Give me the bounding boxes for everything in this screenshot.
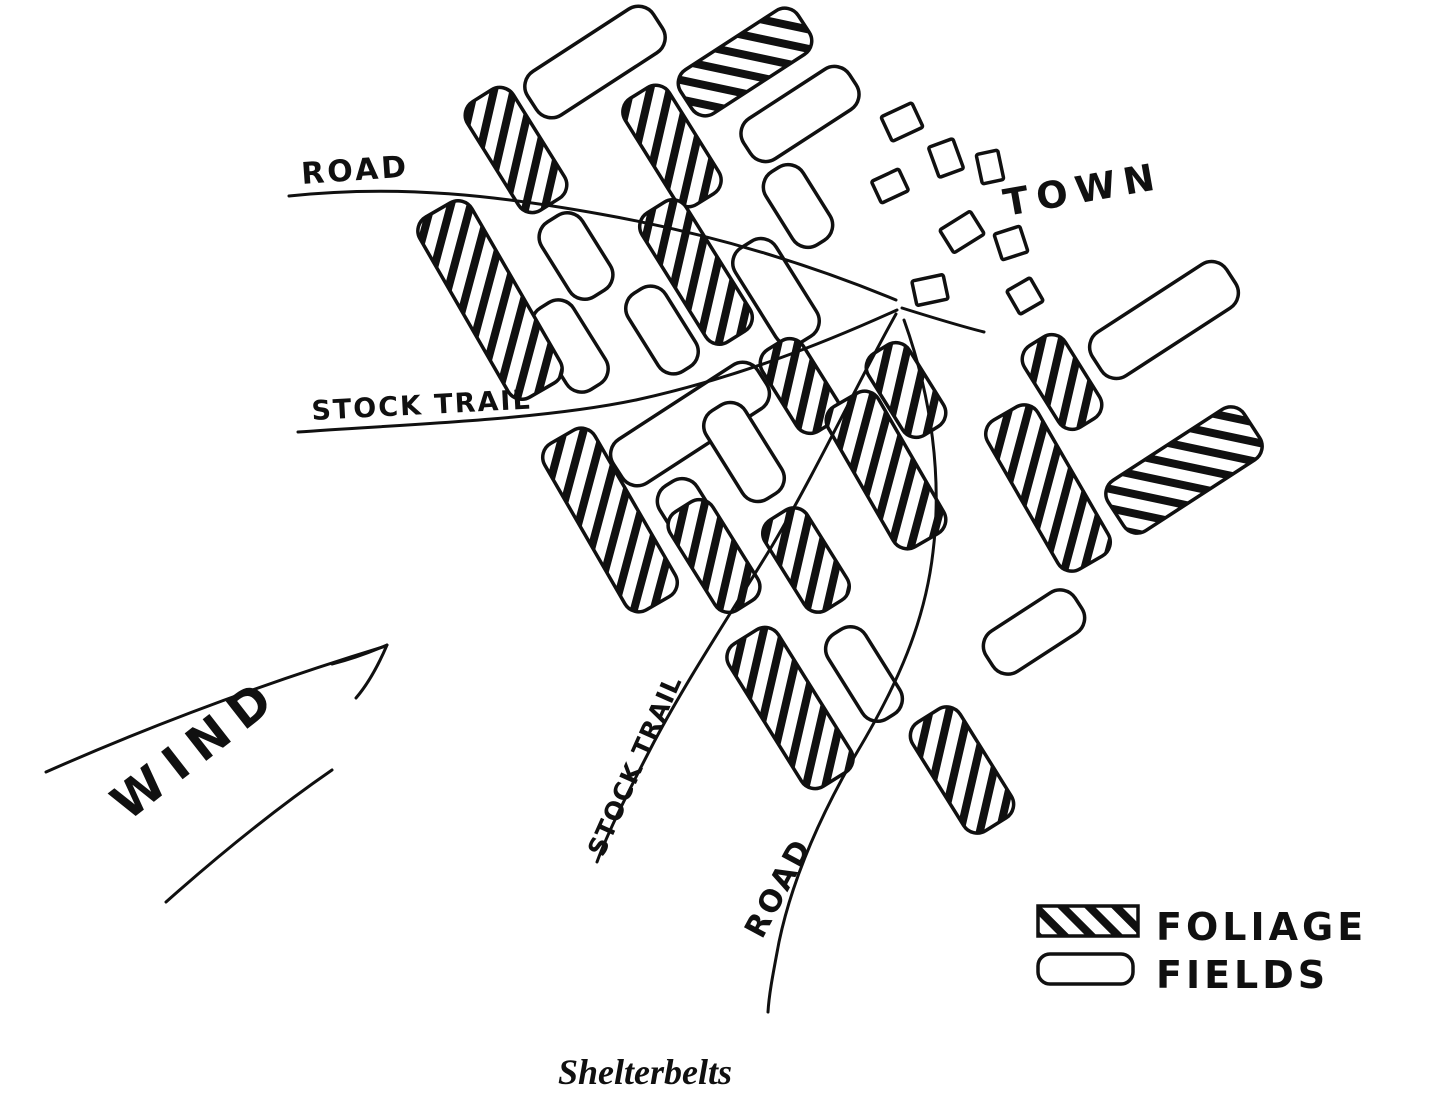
wind-barb1-path [330, 643, 389, 666]
town-building-rect [927, 137, 965, 179]
town-spur-path [900, 306, 986, 334]
figure-caption: Shelterbelts [558, 1052, 732, 1092]
stock-trail-left-path [296, 308, 899, 434]
road-lower-label: ROAD [738, 832, 820, 944]
road-lower-path [766, 318, 938, 1014]
field-rect [523, 4, 667, 120]
field-rect [537, 211, 615, 301]
stock-trail-lower-label: STOCK TRAIL [582, 671, 688, 861]
stock-trail-left-label: STOCK TRAIL [311, 385, 533, 427]
roads-and-trails [44, 189, 986, 1014]
foliage-strip-rect [761, 506, 851, 614]
foliage-strip-rect [1104, 405, 1264, 535]
field-rect [739, 64, 861, 164]
field-rect [823, 624, 905, 724]
field-rect [731, 236, 821, 348]
town-building-rect [910, 273, 950, 307]
road-top-label: ROAD [300, 150, 410, 192]
field-rect [981, 588, 1087, 676]
foliage-strip-rect [758, 336, 842, 436]
road-top-path [287, 189, 898, 302]
legend-foliage-swatch [1036, 904, 1140, 938]
field-rect [624, 284, 700, 376]
town-building-rect [938, 210, 986, 254]
foliage-strip-rect [666, 497, 762, 615]
foliage-strip-rect [676, 6, 814, 118]
foliage-strip-rect [1020, 332, 1104, 432]
wind-label: WIND [101, 665, 292, 832]
town-building-rect [870, 167, 910, 205]
field-rect [1087, 259, 1241, 381]
foliage-strip-rect [416, 199, 564, 401]
field-rect [761, 162, 835, 250]
town-buildings [870, 101, 1045, 316]
foliage-strip-rect [908, 705, 1016, 835]
town-building-rect [992, 224, 1030, 262]
wind-barb2-path [354, 643, 389, 700]
legend-foliage-label: FOLIAGE [1156, 905, 1367, 949]
town-building-rect [1005, 276, 1045, 316]
foliage-strip-rect [621, 83, 723, 209]
foliage-strip-rect [824, 389, 948, 551]
wind-second-path [164, 768, 334, 904]
foliage-strip-rect [983, 403, 1113, 573]
field-rect [701, 400, 787, 504]
legend-fields-label: FIELDS [1156, 953, 1329, 997]
field-rect [608, 360, 772, 488]
foliage-strip-rect [725, 625, 855, 791]
foliage-shapes [416, 6, 1264, 835]
town-building-rect [879, 101, 925, 143]
town-label: TOWN [1000, 155, 1166, 225]
legend-fields-swatch [1036, 952, 1135, 986]
foliage-strip-rect [540, 426, 680, 614]
legend: FOLIAGE FIELDS [1036, 904, 1367, 997]
foliage-strip-rect [637, 198, 755, 346]
stock-trail-lower-path [595, 312, 898, 864]
town-building-rect [974, 148, 1006, 186]
